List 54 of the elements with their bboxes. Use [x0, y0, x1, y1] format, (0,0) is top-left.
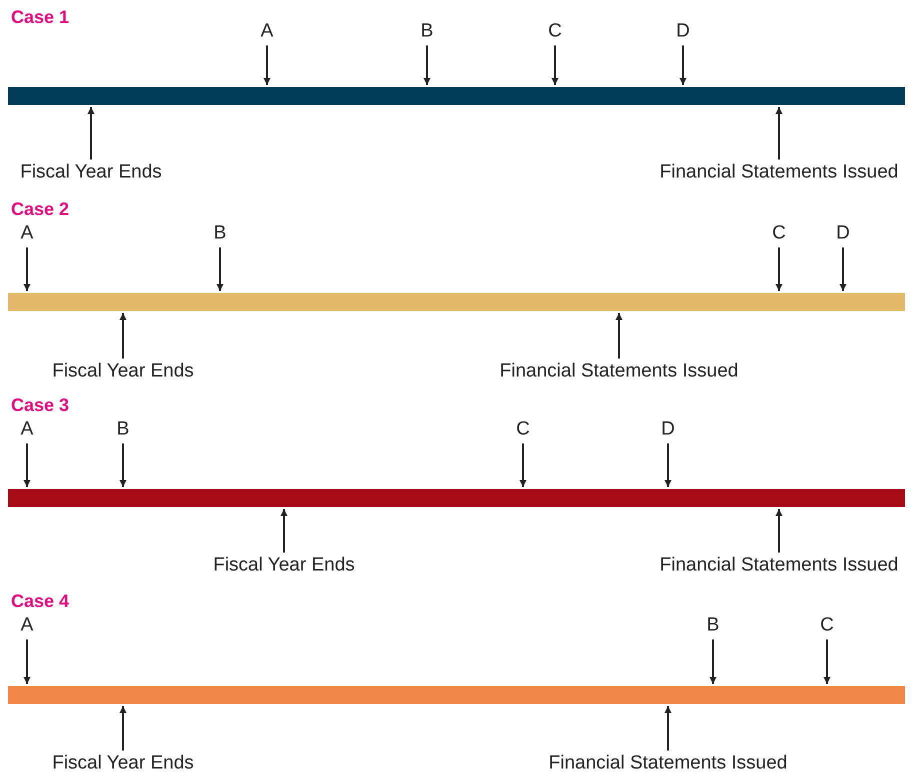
arrow [120, 443, 126, 487]
timeline-bar [8, 686, 905, 704]
event-letter: D [836, 224, 850, 244]
arrow [24, 247, 30, 291]
case-heading: Case 3 [11, 396, 70, 416]
event-letter: C [516, 420, 530, 440]
case-heading: Case 2 [11, 200, 70, 220]
arrow [776, 509, 782, 553]
arrow [88, 107, 94, 160]
arrow [776, 107, 782, 160]
arrow [24, 639, 30, 684]
event-letter: B [706, 616, 720, 636]
timeline-bar [8, 489, 905, 507]
event-letter: B [214, 224, 226, 244]
arrow [664, 706, 672, 751]
arrow [520, 443, 526, 487]
arrow [840, 247, 846, 291]
case-heading: Case 1 [11, 8, 70, 28]
event-letter: C [772, 224, 786, 244]
event-letter: A [20, 420, 34, 440]
milestone-label: Fiscal Year Ends [52, 754, 194, 774]
milestone-label: Financial Statements Issued [660, 162, 898, 184]
milestone-label: Financial Statements Issued [500, 362, 738, 382]
arrow [424, 45, 430, 85]
event-letter: D [676, 22, 690, 42]
event-letter: A [20, 616, 34, 636]
arrow [776, 247, 782, 291]
arrow [24, 443, 30, 487]
milestone-label: Fiscal Year Ends [213, 556, 355, 576]
timeline-bar [8, 87, 905, 105]
event-letter: B [420, 22, 434, 42]
event-letter: C [820, 616, 834, 636]
arrow [824, 639, 830, 684]
arrow [664, 443, 672, 487]
arrow [616, 313, 622, 359]
timeline-bar [8, 293, 905, 311]
arrow [120, 706, 126, 751]
arrow [120, 313, 126, 359]
milestone-label: Fiscal Year Ends [52, 362, 194, 382]
case-heading: Case 4 [11, 592, 70, 612]
arrow [264, 45, 270, 85]
arrow [216, 247, 224, 291]
milestone-label: Fiscal Year Ends [20, 162, 162, 184]
milestone-label: Financial Statements Issued [548, 754, 788, 774]
arrow [552, 45, 558, 85]
arrow [680, 45, 686, 85]
event-letter: C [548, 22, 562, 42]
arrow [710, 639, 716, 684]
event-letter: A [260, 22, 274, 42]
arrow [280, 509, 288, 553]
event-letter: B [116, 420, 130, 440]
milestone-label: Financial Statements Issued [660, 556, 898, 576]
event-letter: D [661, 420, 675, 440]
event-letter: A [20, 224, 34, 244]
